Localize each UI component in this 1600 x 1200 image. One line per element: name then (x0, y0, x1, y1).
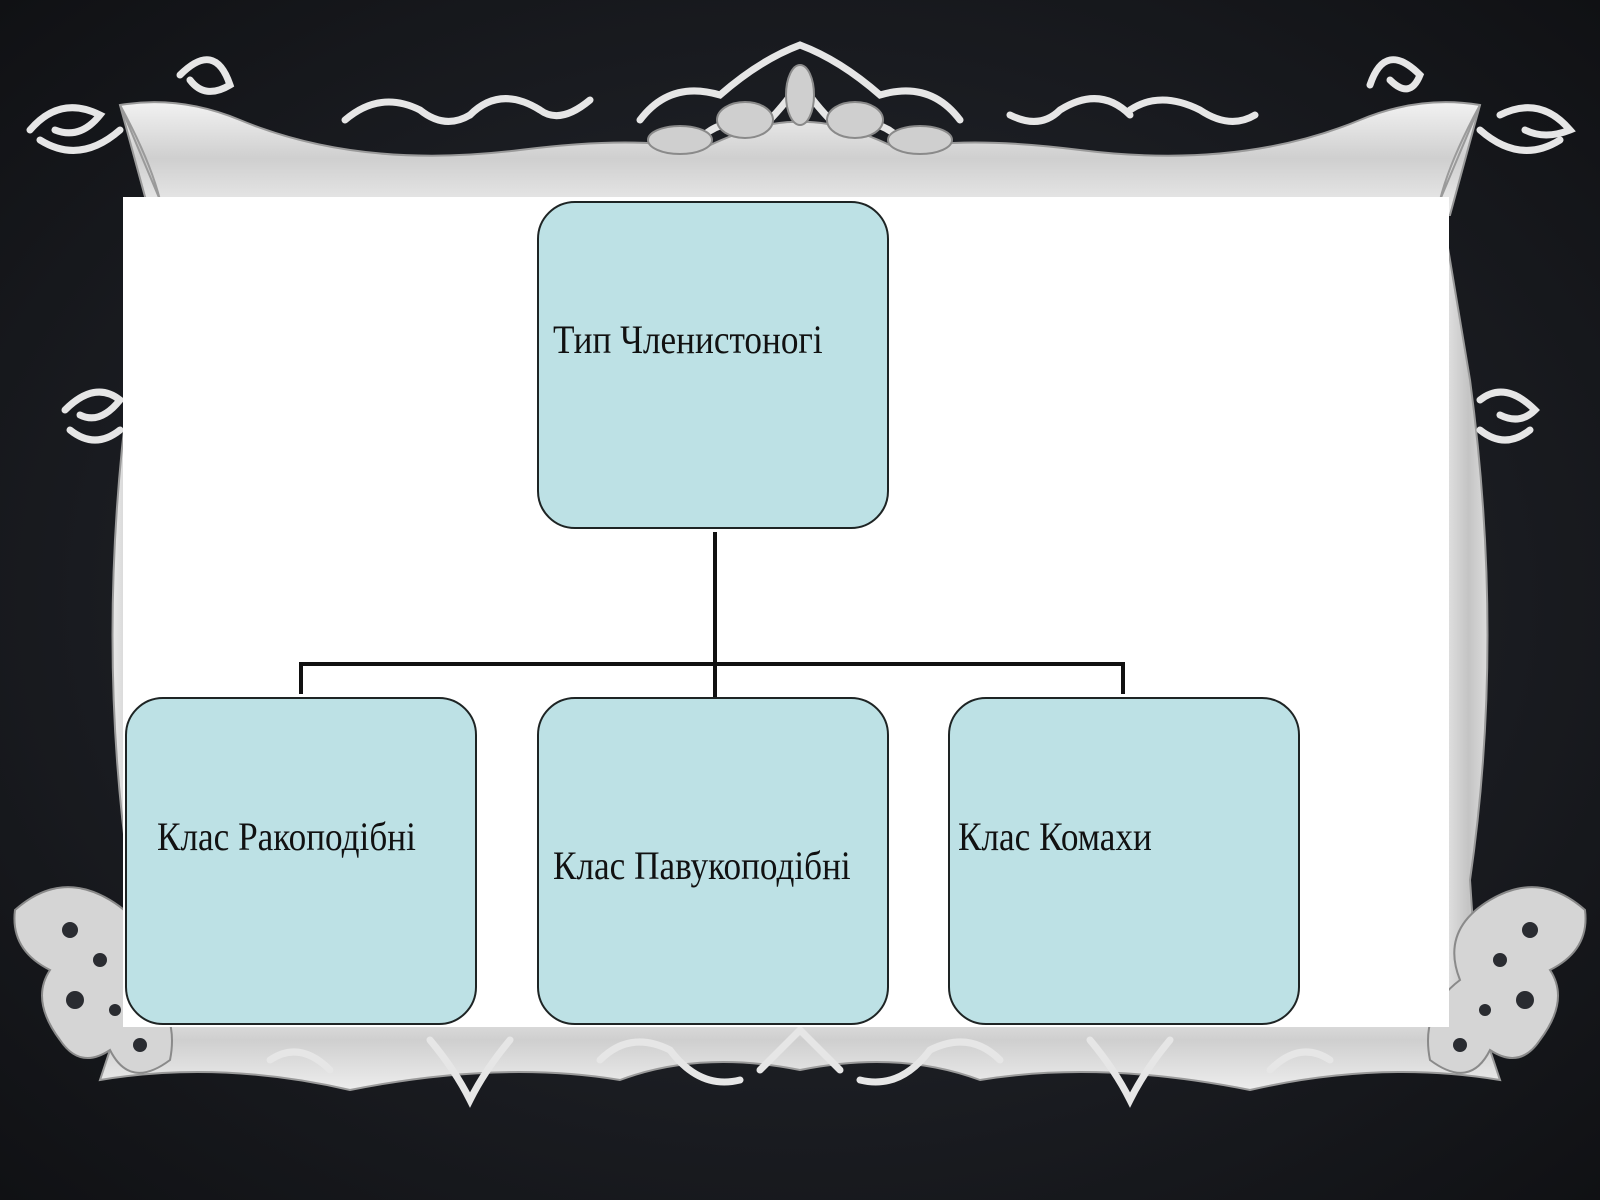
child-node-arachnids: Клас Павукоподібні (537, 697, 889, 1025)
child-node-crustaceans: Клас Ракоподібні (125, 697, 477, 1025)
top-ornament-center (647, 64, 953, 155)
root-node: Тип Членистоногі (537, 201, 889, 529)
bottom-corner-details (62, 922, 1538, 1052)
connector-horizontal-bar (299, 662, 1125, 666)
child-node-label: Клас Ракоподібні (157, 814, 416, 859)
side-flourishes (61, 388, 1540, 444)
child-node-label: Клас Комахи (958, 814, 1152, 859)
diagram-panel: Тип Членистоногі Клас Ракоподібні Клас П… (123, 197, 1449, 1027)
child-node-label: Клас Павукоподібні (553, 843, 851, 888)
root-node-label: Тип Членистоногі (553, 317, 823, 362)
connector-left-drop (299, 662, 303, 694)
connector-right-drop (1121, 662, 1125, 694)
frame-right-band (1438, 104, 1489, 1031)
bottom-flourishes (266, 1025, 1334, 1108)
top-flourishes (26, 41, 1576, 154)
child-node-insects: Клас Комахи (948, 697, 1300, 1025)
